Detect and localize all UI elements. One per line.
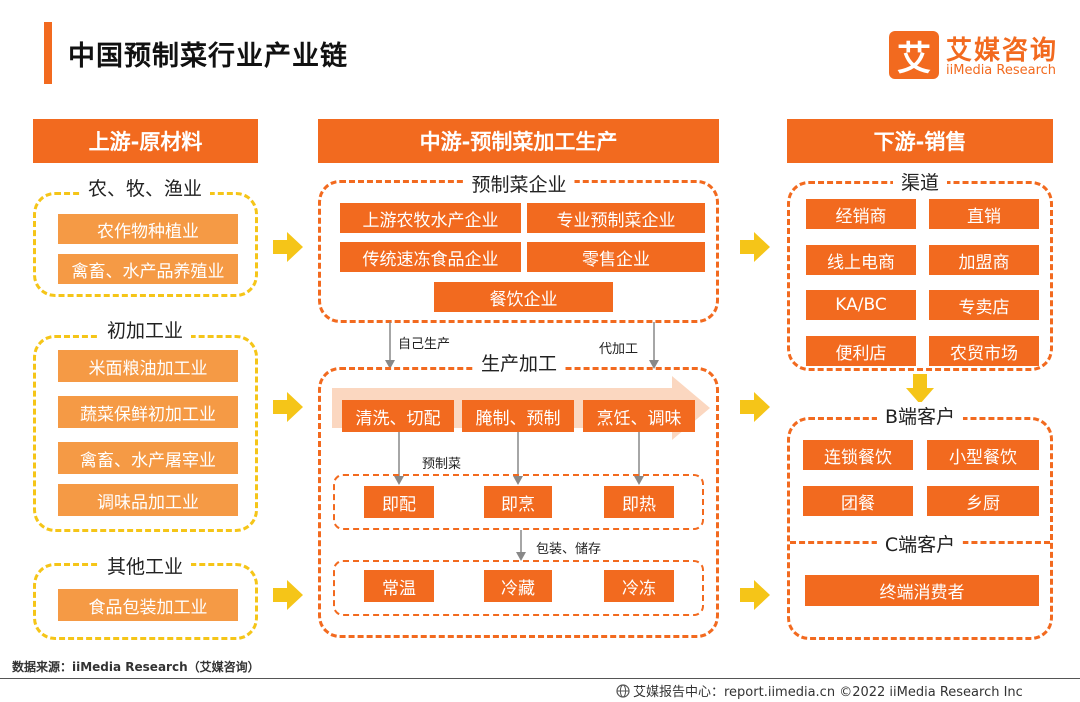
title-accent-bar [44,22,52,84]
upstream-item: 食品包装加工业 [58,589,238,621]
channel-item: 专卖店 [929,290,1039,320]
prepared-type: 即配 [364,486,434,518]
self-produce-label: 自己生产 [398,337,451,352]
upstream-item: 米面粮油加工业 [58,350,238,382]
prepared-type-group [333,474,704,530]
logo-mark: 艾 [889,31,939,79]
data-source: 数据来源：iiMedia Research（艾媒咨询） [12,660,260,674]
footer-label: 艾媒报告中心：report.iimedia.cn ©2022 iiMedia R… [633,685,1023,700]
flow-arrow-icon [740,392,770,422]
flow-arrow-icon [740,580,770,610]
b-client-item: 连锁餐饮 [803,440,913,470]
enterprise-item: 餐饮企业 [434,282,613,312]
enterprise-item: 零售企业 [527,242,705,272]
page-title: 中国预制菜行业产业链 [68,41,348,72]
flow-arrow-icon [273,580,303,610]
upstream-item: 调味品加工业 [58,484,238,516]
package-connector-arrow [516,530,526,561]
upstream-item: 蔬菜保鲜初加工业 [58,396,238,428]
prepared-label: 预制菜 [422,457,462,472]
storage-group [333,560,704,616]
process-step: 烹饪、调味 [583,400,695,432]
prepared-type: 即热 [604,486,674,518]
process-step: 腌制、预制 [462,400,574,432]
channel-item: 便利店 [806,336,916,366]
prepared-type: 即烹 [484,486,552,518]
oem-label: 代加工 [599,342,639,357]
enterprise-item: 传统速冻食品企业 [340,242,521,272]
globe-icon [616,684,630,698]
enterprise-group-label: 预制菜企业 [463,170,575,197]
channel-group-label: 渠道 [892,168,948,195]
upstream-item: 禽畜、水产屠宰业 [58,442,238,474]
flow-arrow-icon [273,392,303,422]
footer-text: 艾媒报告中心：report.iimedia.cn ©2022 iiMedia R… [616,681,1023,700]
b-client-item: 团餐 [803,486,913,516]
channel-item: 经销商 [806,199,916,229]
upstream-group-label: 农、牧、渔业 [79,174,211,201]
b-client-item: 乡厨 [927,486,1039,516]
storage-type: 冷藏 [484,570,552,602]
channel-item: 农贸市场 [929,336,1039,366]
upstream-header: 上游-原材料 [33,119,258,163]
channel-item: KA/BC [806,290,916,320]
process-step: 清洗、切配 [342,400,454,432]
storage-type: 常温 [364,570,434,602]
channel-item: 直销 [929,199,1039,229]
enterprise-item: 专业预制菜企业 [527,203,705,233]
upstream-item: 农作物种植业 [58,214,238,244]
c-client-item: 终端消费者 [805,575,1039,606]
channel-item: 线上电商 [806,245,916,275]
storage-type: 冷冻 [604,570,674,602]
b-client-label: B端客户 [876,402,964,429]
b-client-item: 小型餐饮 [927,440,1039,470]
upstream-item: 禽畜、水产品养殖业 [58,254,238,284]
midstream-header: 中游-预制菜加工生产 [318,119,719,163]
production-group-label: 生产加工 [472,349,566,376]
enterprise-connector-arrows [385,322,659,369]
channel-item: 加盟商 [929,245,1039,275]
down-arrow-icon [906,374,934,404]
upstream-group-label: 其他工业 [98,552,192,579]
enterprise-item: 上游农牧水产企业 [340,203,521,233]
logo-name-cn: 艾媒咨询 [946,36,1059,66]
downstream-header: 下游-销售 [787,119,1053,163]
flow-arrow-icon [273,232,303,262]
flow-arrow-icon [740,232,770,262]
footer-divider [0,678,1080,679]
package-label: 包装、储存 [536,542,602,557]
upstream-group-label: 初加工业 [98,316,192,343]
c-client-label: C端客户 [876,530,964,557]
logo-name-en: iiMedia Research [946,63,1057,78]
prepared-connector-arrows [394,432,644,485]
